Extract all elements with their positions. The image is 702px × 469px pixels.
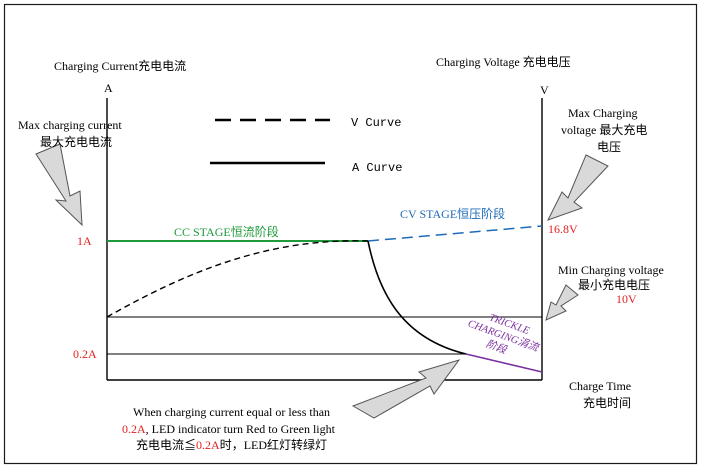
max-current-label-en: Max charging current [18, 118, 122, 132]
note-line-3-value: 0.2A [196, 438, 220, 452]
x-axis-label-cn: 充电时间 [583, 395, 631, 410]
tick-max-voltage: 16.8V [548, 222, 578, 236]
note-line-2-value: 0.2A [122, 422, 146, 436]
min-voltage-label-en: Min Charging voltage [558, 263, 664, 277]
note-line-3-b: 时，LED红灯转绿灯 [220, 437, 327, 452]
min-voltage-label-cn: 最小充电电压 [578, 277, 650, 292]
tick-min-voltage: 10V [616, 292, 637, 306]
right-axis-unit: V [540, 83, 549, 97]
max-voltage-label-3: 电压 [597, 140, 621, 154]
legend-a-curve-label: A Curve [352, 161, 402, 175]
voltage-curve-cv [367, 225, 543, 242]
tick-max-current: 1A [77, 234, 92, 248]
max-current-label-cn: 最大充电电流 [40, 134, 112, 149]
x-axis-label-en: Charge Time [569, 379, 631, 393]
max-voltage-label-2: voltage 最大充电 [561, 122, 647, 137]
left-axis-unit: A [104, 81, 113, 95]
note-line-3-a: 充电电流≦ [136, 437, 196, 452]
right-axis-title: Charging Voltage 充电电压 [436, 54, 571, 69]
arrow-max-current [35, 143, 83, 227]
legend-v-curve-label: V Curve [351, 116, 401, 130]
voltage-curve-rise [106, 240, 369, 318]
note-line-3: 充电电流≦0.2A时，LED红灯转绿灯 [136, 437, 327, 452]
left-axis-title: Charging Current充电电流 [54, 58, 186, 73]
note-line-1: When charging current equal or less than [133, 405, 330, 419]
cv-stage-label: CV STAGE恒压阶段 [400, 206, 505, 221]
max-voltage-label-1: Max Charging [568, 106, 637, 120]
tick-min-current: 0.2A [73, 347, 97, 361]
trickle-line [465, 353, 543, 373]
current-curve-drop [367, 240, 467, 355]
note-line-2: 0.2A, LED indicator turn Red to Green li… [122, 422, 336, 436]
outer-frame [3, 3, 698, 465]
note-line-2-text: , LED indicator turn Red to Green light [146, 422, 336, 436]
arrow-max-voltage [546, 154, 609, 221]
cc-stage-label: CC STAGE恒流阶段 [174, 224, 279, 239]
arrow-min-voltage [545, 284, 579, 321]
arrow-trickle-note [351, 359, 461, 419]
